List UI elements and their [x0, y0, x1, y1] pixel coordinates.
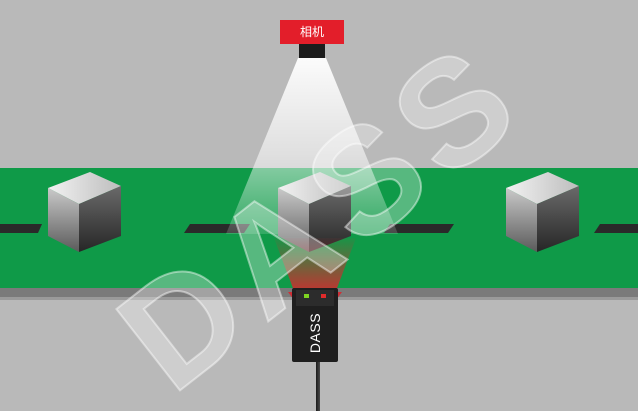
track-segment — [0, 224, 42, 233]
camera-icon — [280, 20, 344, 58]
camera-light-cone — [226, 58, 398, 234]
box-right — [506, 172, 579, 252]
camera-lens — [299, 44, 325, 58]
track-segment — [594, 224, 638, 233]
sensor-led-red — [321, 294, 326, 298]
camera-label: 相机 — [299, 25, 324, 39]
box-center — [278, 172, 351, 252]
sensor-led-green — [304, 294, 309, 298]
sensor-window — [296, 290, 334, 306]
sensor-label: DASS — [307, 312, 323, 354]
box-top-face — [506, 172, 579, 204]
barcode-sensor-icon — [292, 288, 338, 411]
box-front-face — [506, 188, 537, 252]
box-left — [48, 172, 121, 252]
camera-housing — [280, 20, 344, 44]
box-side-face — [79, 186, 121, 252]
box-top-face — [278, 172, 351, 204]
box-front-face — [48, 188, 79, 252]
box-top-face — [48, 172, 121, 204]
box-side-face — [537, 186, 579, 252]
box-front-face — [278, 188, 309, 252]
sensor-cable — [316, 352, 320, 411]
sensor-label-wrap: DASS — [292, 306, 338, 360]
box-side-face — [309, 186, 351, 252]
sensor-body — [292, 288, 338, 362]
track-segment — [384, 224, 454, 233]
laser-beam — [274, 238, 356, 296]
